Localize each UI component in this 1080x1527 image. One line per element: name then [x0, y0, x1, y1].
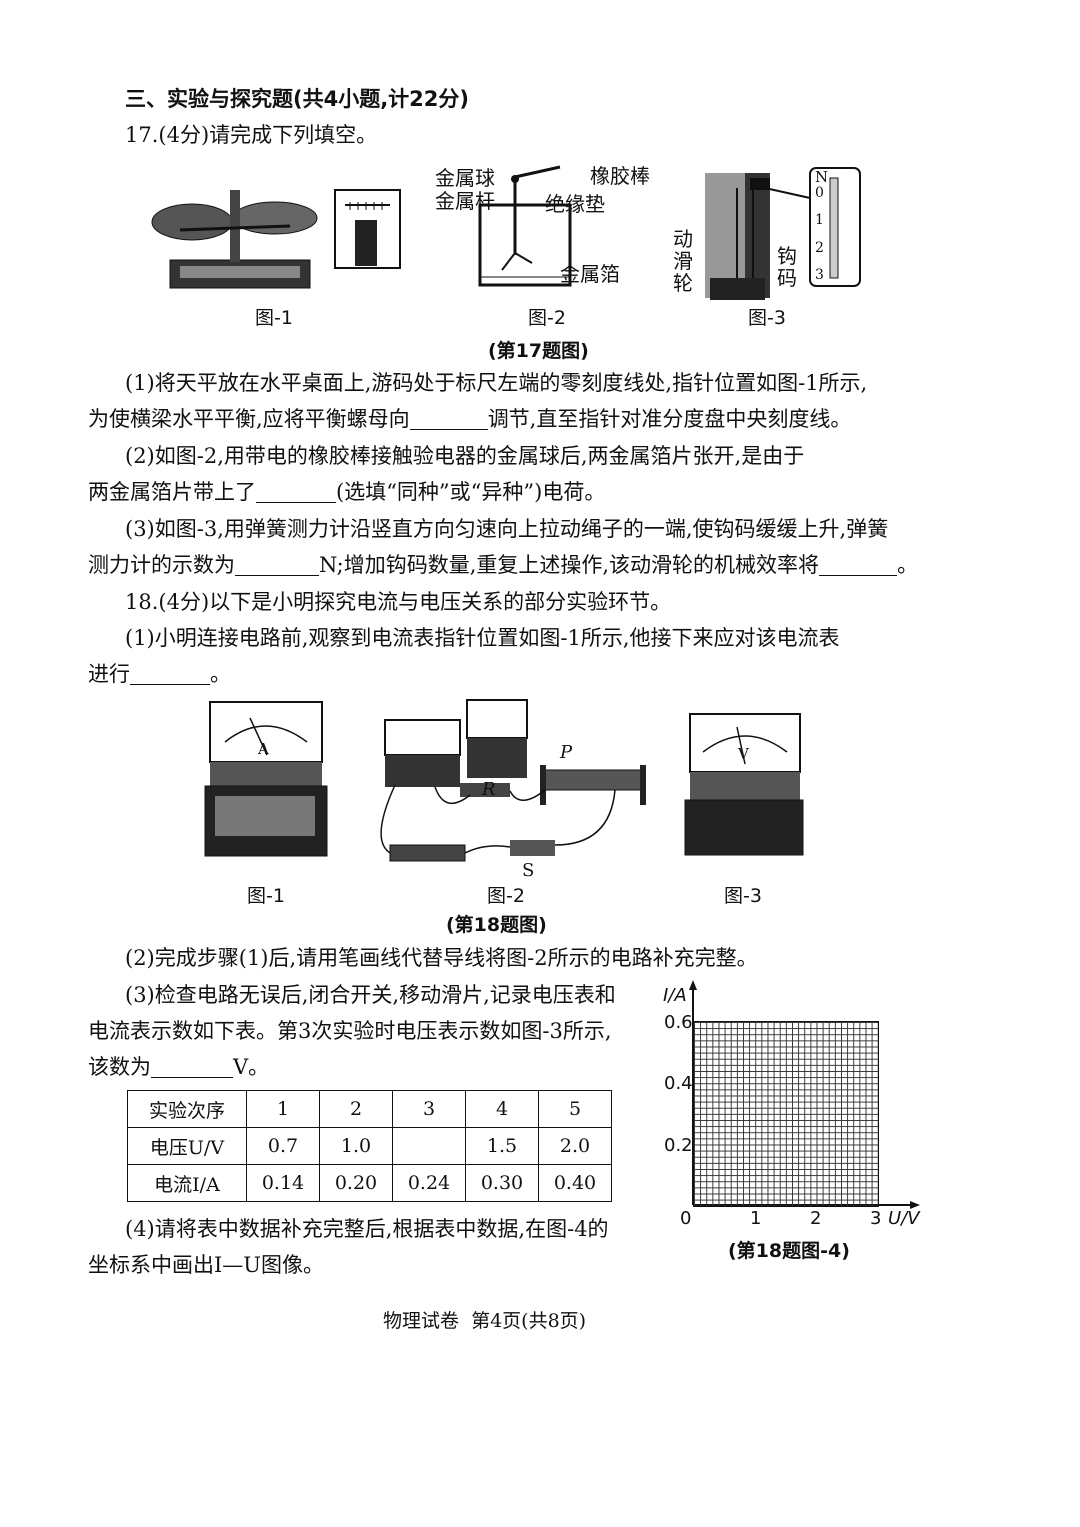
table-cell: 2	[319, 1090, 393, 1128]
graph-origin: 0	[680, 1208, 692, 1229]
switch-label: S	[522, 860, 535, 881]
answer-blank[interactable]	[235, 553, 319, 576]
label-metal-ball: 金属球	[435, 166, 495, 190]
graph-caption: (第18题图-4)	[728, 1240, 850, 1262]
q17-part3-line1: (3)如图-3,用弹簧测力计沿竖直方向匀速向上拉动绳子的一端,使钩码缓缓上升,弹…	[125, 517, 889, 541]
ammeter-unit: A	[258, 740, 269, 758]
answer-blank[interactable]	[151, 1055, 233, 1078]
table-row: 电流I/A 0.14 0.20 0.24 0.30 0.40	[127, 1164, 612, 1202]
text-segment: 。	[897, 553, 919, 577]
q18-fig3-voltmeter	[684, 713, 804, 856]
text-segment: N;增加钩码数量,重复上述操作,该动滑轮的机械效率将	[319, 553, 820, 577]
text-segment: 测力计的示数为	[88, 553, 235, 577]
table-cell: 1.5	[465, 1127, 539, 1165]
text-segment: 为使横梁水平平衡,应将平衡螺母向	[88, 407, 410, 431]
table-cell: 3	[392, 1090, 466, 1128]
label-insulator: 绝缘垫	[545, 192, 605, 216]
table-cell: 0.7	[246, 1127, 320, 1165]
q17-title: 17.(4分)请完成下列填空。	[125, 123, 378, 147]
graph-x-axis-label: U/V	[888, 1208, 920, 1229]
q17-part1-line2: 为使横梁水平平衡,应将平衡螺母向 调节,直至指针对准分度盘中央刻度线。	[88, 404, 851, 434]
table-cell: 0.14	[246, 1164, 320, 1202]
table-row: 实验次序 1 2 3 4 5	[127, 1090, 612, 1128]
scale-tick-3: 3	[815, 267, 824, 283]
graph-y-tick: 0.4	[664, 1073, 693, 1094]
q18-part3-line1: (3)检查电路无误后,闭合开关,移动滑片,记录电压表和	[125, 983, 616, 1007]
table-cell: 5	[538, 1090, 612, 1128]
q18-fig3-label: 图-3	[724, 885, 762, 907]
text-segment: 。	[210, 662, 231, 686]
graph-y-tick: 0.6	[664, 1012, 693, 1033]
graph-y-axis-label: I/A	[663, 985, 687, 1006]
table-cell-blank[interactable]	[392, 1127, 466, 1165]
table-cell: 2.0	[538, 1127, 612, 1165]
answer-blank[interactable]	[256, 480, 336, 503]
q18-fig2-circuit	[380, 699, 646, 862]
label-weight: 钩码	[777, 244, 797, 290]
text-segment: (选填“同种”或“异种”)电荷。	[336, 480, 606, 504]
scale-unit: N	[815, 168, 829, 186]
label-rubber-rod: 橡胶棒	[590, 164, 650, 188]
q18-part3-line3: 该数为 V。	[88, 1052, 269, 1082]
text-segment: 调节,直至指针对准分度盘中央刻度线。	[487, 407, 852, 431]
q17-part2-line1: (2)如图-2,用带电的橡胶棒接触验电器的金属球后,两金属箔片张开,是由于	[125, 444, 805, 468]
graph-y-tick: 0.2	[664, 1135, 693, 1156]
page-footer: 物理试卷 第4页(共8页)	[383, 1310, 587, 1332]
voltmeter-unit: V	[738, 745, 749, 763]
resistor-label: R	[482, 779, 496, 800]
q17-fig2-electroscope	[478, 165, 572, 287]
q18-fig2-label: 图-2	[487, 885, 525, 907]
table-cell: 电压U/V	[127, 1127, 247, 1165]
q17-figure-caption: (第17题图)	[488, 340, 589, 362]
scale-tick-1: 1	[815, 212, 824, 228]
label-pulley: 动滑轮	[673, 227, 693, 295]
q18-fig1-ammeter	[204, 701, 328, 857]
q17-fig2-label: 图-2	[528, 307, 566, 329]
table-cell: 实验次序	[127, 1090, 247, 1128]
q18-part4-line1: (4)请将表中数据补充完整后,根据表中数据,在图-4的	[125, 1217, 609, 1241]
graph-grid[interactable]	[693, 1021, 879, 1207]
text-segment: 该数为	[88, 1055, 151, 1079]
label-metal-rod: 金属杆	[435, 189, 495, 213]
q17-part1-line1: (1)将天平放在水平桌面上,游码处于标尺左端的零刻度线处,指针位置如图-1所示,	[125, 371, 868, 395]
q17-part2-line2: 两金属箔片带上了 (选填“同种”或“异种”)电荷。	[88, 477, 605, 507]
q18-part2: (2)完成步骤(1)后,请用笔画线代替导线将图-2所示的电路补充完整。	[125, 946, 758, 970]
scale-tick-0: 0	[815, 185, 824, 201]
table-cell: 1.0	[319, 1127, 393, 1165]
q18-figure-caption: (第18题图)	[446, 914, 547, 936]
graph-x-tick: 1	[750, 1208, 762, 1229]
answer-blank[interactable]	[819, 553, 898, 576]
table-cell: 0.30	[465, 1164, 539, 1202]
section-heading: 三、实验与探究题(共4小题,计22分)	[125, 87, 470, 111]
text-segment: 进行	[88, 662, 130, 686]
graph-x-tick: 2	[810, 1208, 822, 1229]
q18-title: 18.(4分)以下是小明探究电流与电压关系的部分实验环节。	[125, 590, 672, 614]
q18-part3-line2: 电流表示数如下表。第3次实验时电压表示数如图-3所示,	[88, 1019, 612, 1043]
q17-fig1-balance	[151, 189, 401, 289]
answer-blank[interactable]	[409, 407, 488, 430]
table-row: 电压U/V 0.7 1.0 1.5 2.0	[127, 1127, 612, 1165]
q17-fig1-label: 图-1	[255, 307, 293, 329]
text-segment: 两金属箔片带上了	[88, 480, 256, 504]
q18-part1-line2: 进行 。	[88, 659, 231, 689]
q18-part1-line1: (1)小明连接电路前,观察到电流表指针位置如图-1所示,他接下来应对该电流表	[125, 626, 840, 650]
q17-fig3-pulley	[705, 167, 861, 300]
answer-blank[interactable]	[130, 662, 210, 685]
data-table: 实验次序 1 2 3 4 5 电压U/V 0.7 1.0 1.5 2.0 电流I…	[127, 1090, 612, 1202]
table-cell: 电流I/A	[127, 1164, 247, 1202]
table-cell: 1	[246, 1090, 320, 1128]
text-segment: V。	[233, 1055, 270, 1079]
q18-part4-line2: 坐标系中画出I—U图像。	[88, 1253, 324, 1277]
q17-part3-line2: 测力计的示数为 N;增加钩码数量,重复上述操作,该动滑轮的机械效率将 。	[88, 550, 918, 580]
graph-x-tick: 3	[870, 1208, 882, 1229]
table-cell: 0.40	[538, 1164, 612, 1202]
slider-label: P	[560, 742, 573, 763]
q18-fig1-label: 图-1	[247, 885, 285, 907]
table-cell: 4	[465, 1090, 539, 1128]
label-foil: 金属箔	[560, 262, 620, 286]
q17-fig3-label: 图-3	[748, 307, 786, 329]
table-cell: 0.24	[392, 1164, 466, 1202]
scale-tick-2: 2	[815, 240, 824, 256]
table-cell: 0.20	[319, 1164, 393, 1202]
